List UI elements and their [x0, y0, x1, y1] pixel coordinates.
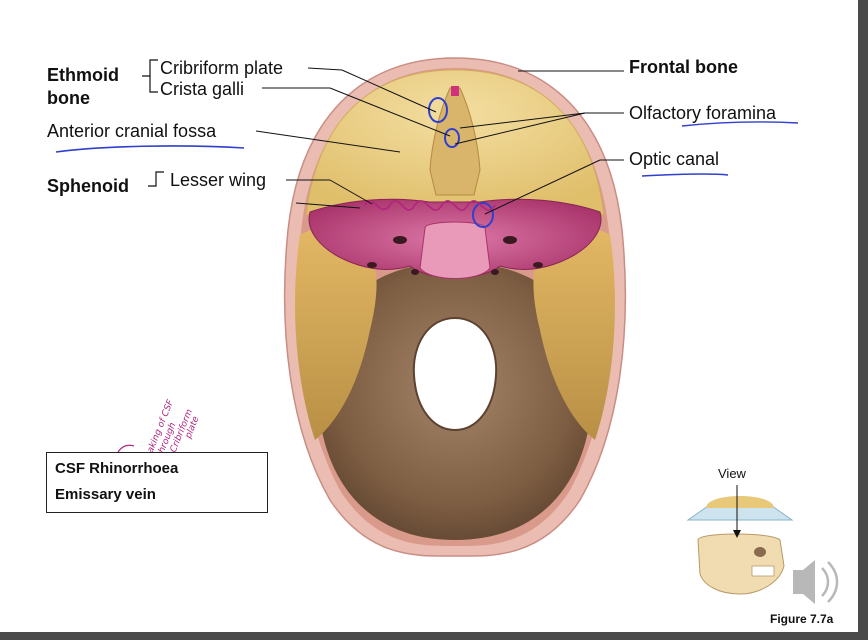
skull-illustration — [55, 57, 839, 604]
figure-label: Figure 7.7a — [770, 612, 834, 626]
label-sphenoid: Sphenoid — [47, 176, 129, 196]
middle-cranial-fossa-left — [295, 227, 377, 440]
label-anterior-cranial-fossa: Anterior cranial fossa — [47, 121, 217, 141]
mini-skull-icon — [686, 485, 794, 595]
label-crista-galli: Crista galli — [160, 79, 245, 99]
crista-galli-mark — [451, 86, 459, 96]
middle-cranial-fossa-right — [533, 227, 615, 440]
note-box-line1: CSF Rhinorrhoea — [55, 460, 179, 477]
label-ethmoid-bone: bone — [47, 88, 90, 108]
cribriform-plate-area — [429, 87, 481, 196]
note-box: CSF Rhinorrhoea Emissary vein — [46, 452, 268, 513]
foramen-magnum — [412, 316, 498, 432]
annotation-circle-2 — [444, 128, 460, 148]
speaker-icon — [793, 560, 839, 604]
annotation-squiggle — [364, 199, 496, 211]
sella-turcica — [419, 221, 491, 279]
label-lesser-wing: Lesser wing — [170, 170, 267, 190]
label-olfactory-foramina: Olfactory foramina — [629, 103, 777, 123]
note-box-line2: Emissary vein — [55, 486, 156, 503]
annotation-circle-1 — [428, 97, 448, 123]
label-cribriform-plate: Cribriform plate — [160, 58, 284, 78]
annotation-circle-3 — [472, 202, 494, 228]
label-view: View — [718, 466, 746, 481]
label-optic-canal: Optic canal — [629, 149, 720, 169]
slide: Ethmoid bone Cribriform plate Crista gal… — [0, 0, 858, 632]
label-ethmoid: Ethmoid — [47, 65, 119, 85]
label-frontal-bone: Frontal bone — [629, 57, 738, 77]
